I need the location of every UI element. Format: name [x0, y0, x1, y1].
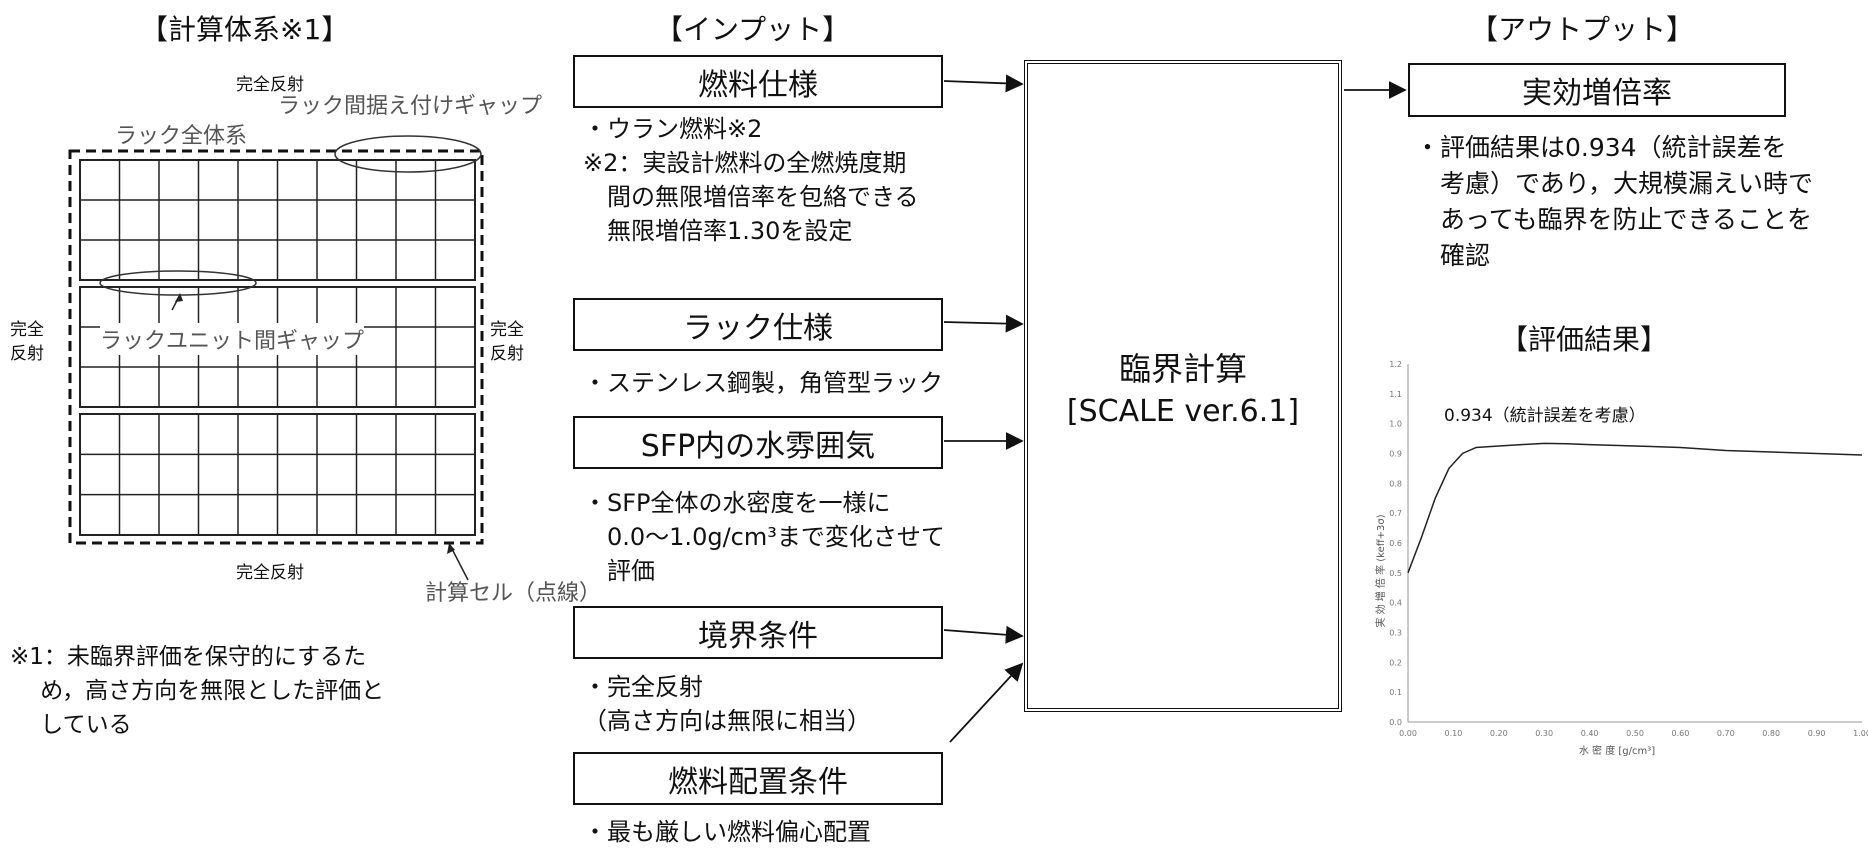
output-heading: 【アウトプット】	[1470, 13, 1695, 46]
chart-ytick-label: 0.1	[1389, 688, 1402, 697]
input-box-rack-spec: ラック仕様	[573, 298, 943, 351]
unit-gap-ellipse	[99, 270, 257, 296]
calc-cell-boundary	[68, 149, 484, 545]
rack-install-gap-label: ラック間据え付けギャップ	[278, 94, 543, 119]
perfect-reflection-left: 完全 反射	[10, 320, 44, 364]
calc-system-heading: 【計算体系※1】	[140, 13, 350, 46]
input-note-fuel-placement: ・最も厳しい燃料偏心配置	[583, 818, 871, 846]
input-box-fuel-spec: 燃料仕様	[573, 55, 943, 108]
perfect-reflection-top: 完全反射	[236, 75, 304, 95]
chart-annotation: 0.934（統計誤差を考慮）	[1444, 406, 1646, 426]
chart-ytick-label: 0.6	[1389, 539, 1402, 548]
eval-result-heading: 【評価結果】	[1500, 323, 1669, 356]
chart-xlabel: 水 密 度 [g/cm³]	[1579, 744, 1655, 757]
chart-xtick-label: 0.60	[1671, 729, 1689, 738]
input-box-water-atmosphere: SFP内の水雰囲気	[573, 416, 943, 469]
input-note-fuel-spec: ・ウラン燃料※2 ※2：実設計燃料の全燃焼度期 間の無限増倍率を包絡できる 無限…	[583, 115, 919, 245]
chart-ytick-label: 0.9	[1389, 450, 1402, 459]
input-note-boundary: ・完全反射 （高さ方向は無限に相当）	[583, 673, 871, 735]
chart-xtick-label: 0.90	[1808, 729, 1826, 738]
chart-ytick-label: 0.7	[1389, 509, 1402, 518]
chart-xtick-label: 0.50	[1626, 729, 1644, 738]
chart-ytick-label: 0.8	[1389, 479, 1402, 488]
rack-diagram	[68, 135, 484, 581]
chart-xtick-label: 0.80	[1762, 729, 1780, 738]
rack-unit-gap-label: ラックユニット間ギャップ	[100, 323, 365, 355]
chart-xtick-label: 0.00	[1399, 729, 1417, 738]
chart-ylabel: 実 効 増 倍 率 (keff+3σ)	[1374, 514, 1387, 627]
keff-series-line	[1407, 442, 1863, 574]
criticality-calc-title: 臨界計算	[1118, 349, 1247, 388]
input-box-fuel-placement: 燃料配置条件	[573, 752, 943, 805]
input-note-water-atmosphere: ・SFP全体の水密度を一様に 0.0～1.0g/cm³まで変化させて 評価	[583, 489, 945, 585]
chart-xtick-label: 1.00	[1853, 729, 1868, 738]
chart-ytick-label: 1.0	[1389, 420, 1402, 429]
input-note-rack-spec: ・ステンレス鋼製，角管型ラック	[583, 369, 943, 397]
chart-ytick-label: 0.2	[1389, 658, 1402, 667]
criticality-calc-box: 臨界計算 [SCALE ver.6.1]	[1024, 60, 1342, 712]
chart-axis-frame	[1407, 364, 1862, 723]
chart-ytick-label: 0.4	[1389, 599, 1402, 608]
chart-xtick-label: 0.20	[1490, 729, 1508, 738]
output-box-keff: 実効増倍率	[1408, 63, 1786, 117]
chart-ytick-label: 0.5	[1389, 569, 1402, 578]
rack-total-system-label: ラック全体系	[115, 124, 248, 149]
input-heading: 【インプット】	[655, 13, 851, 46]
install-gap-ellipse	[334, 135, 482, 173]
chart-xtick-label: 0.40	[1581, 729, 1599, 738]
footnote-1: ※1：未臨界評価を保守的にするた め，高さ方向を無限とした評価と している	[10, 644, 385, 738]
input-box-boundary: 境界条件	[573, 606, 943, 659]
perfect-reflection-bottom: 完全反射	[236, 563, 304, 583]
criticality-calc-subtitle: [SCALE ver.6.1]	[1066, 393, 1300, 429]
chart-xtick-label: 0.70	[1717, 729, 1735, 738]
chart-xtick-label: 0.10	[1444, 729, 1462, 738]
perfect-reflection-right: 完全 反射	[490, 320, 524, 364]
calc-cell-label: 計算セル（点線）	[425, 581, 602, 606]
output-note: ・評価結果は0.934（統計誤差を 考慮）であり，大規模漏えい時で あっても臨界…	[1415, 133, 1814, 270]
chart-ytick-label: 1.1	[1389, 390, 1402, 399]
chart-ytick-label: 0.3	[1389, 629, 1402, 638]
chart-xtick-label: 0.30	[1535, 729, 1553, 738]
chart-ytick-label: 1.2	[1389, 360, 1402, 369]
chart-ytick-label: 0.0	[1389, 718, 1402, 727]
